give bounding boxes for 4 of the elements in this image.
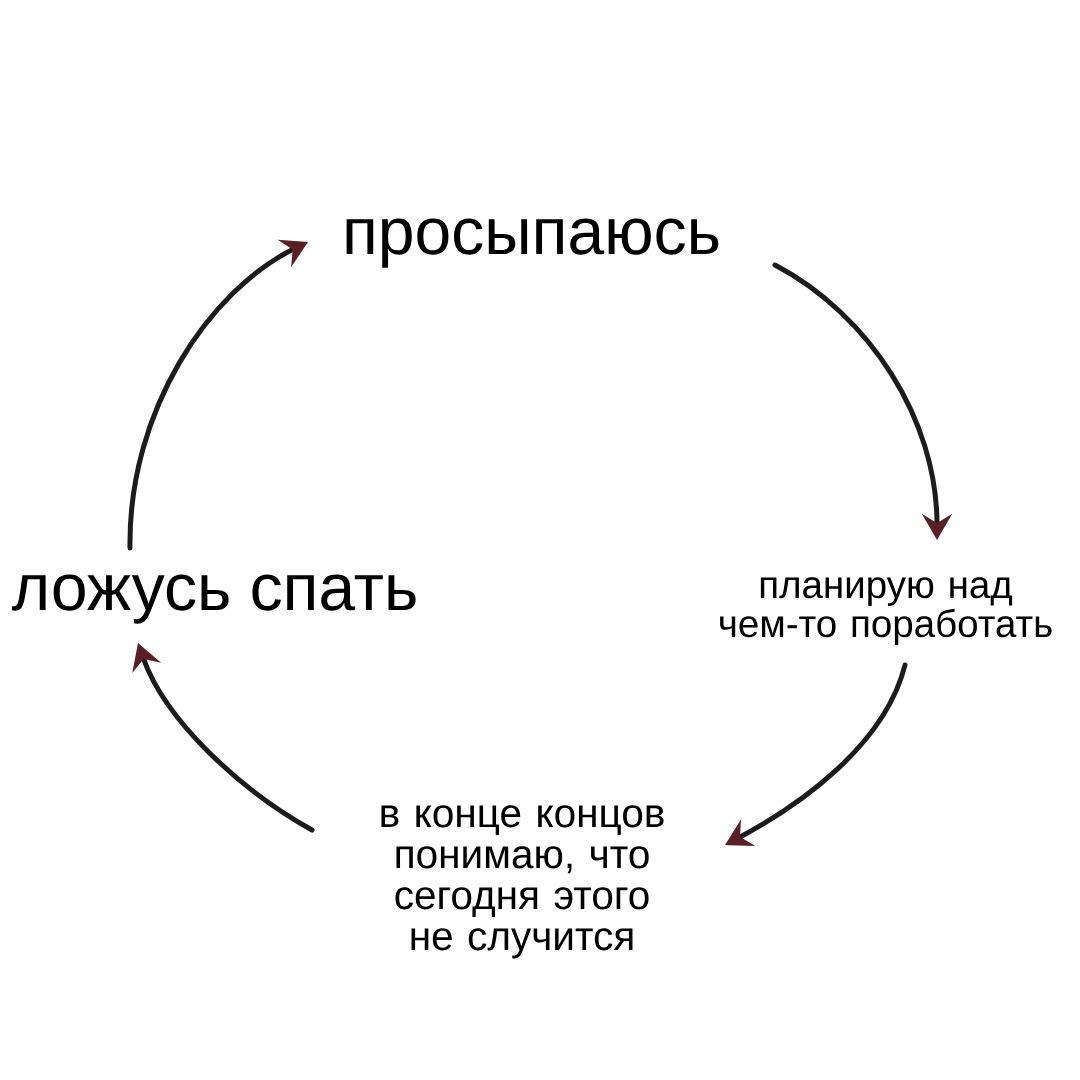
step-label: планирую над чем-то поработать [720, 577, 1052, 645]
step-label: просыпаюсь [346, 218, 719, 268]
step-label: ложусь спать [12, 574, 416, 624]
step-label: в конце концов понимаю, что сегодня этого не случится [381, 805, 664, 959]
